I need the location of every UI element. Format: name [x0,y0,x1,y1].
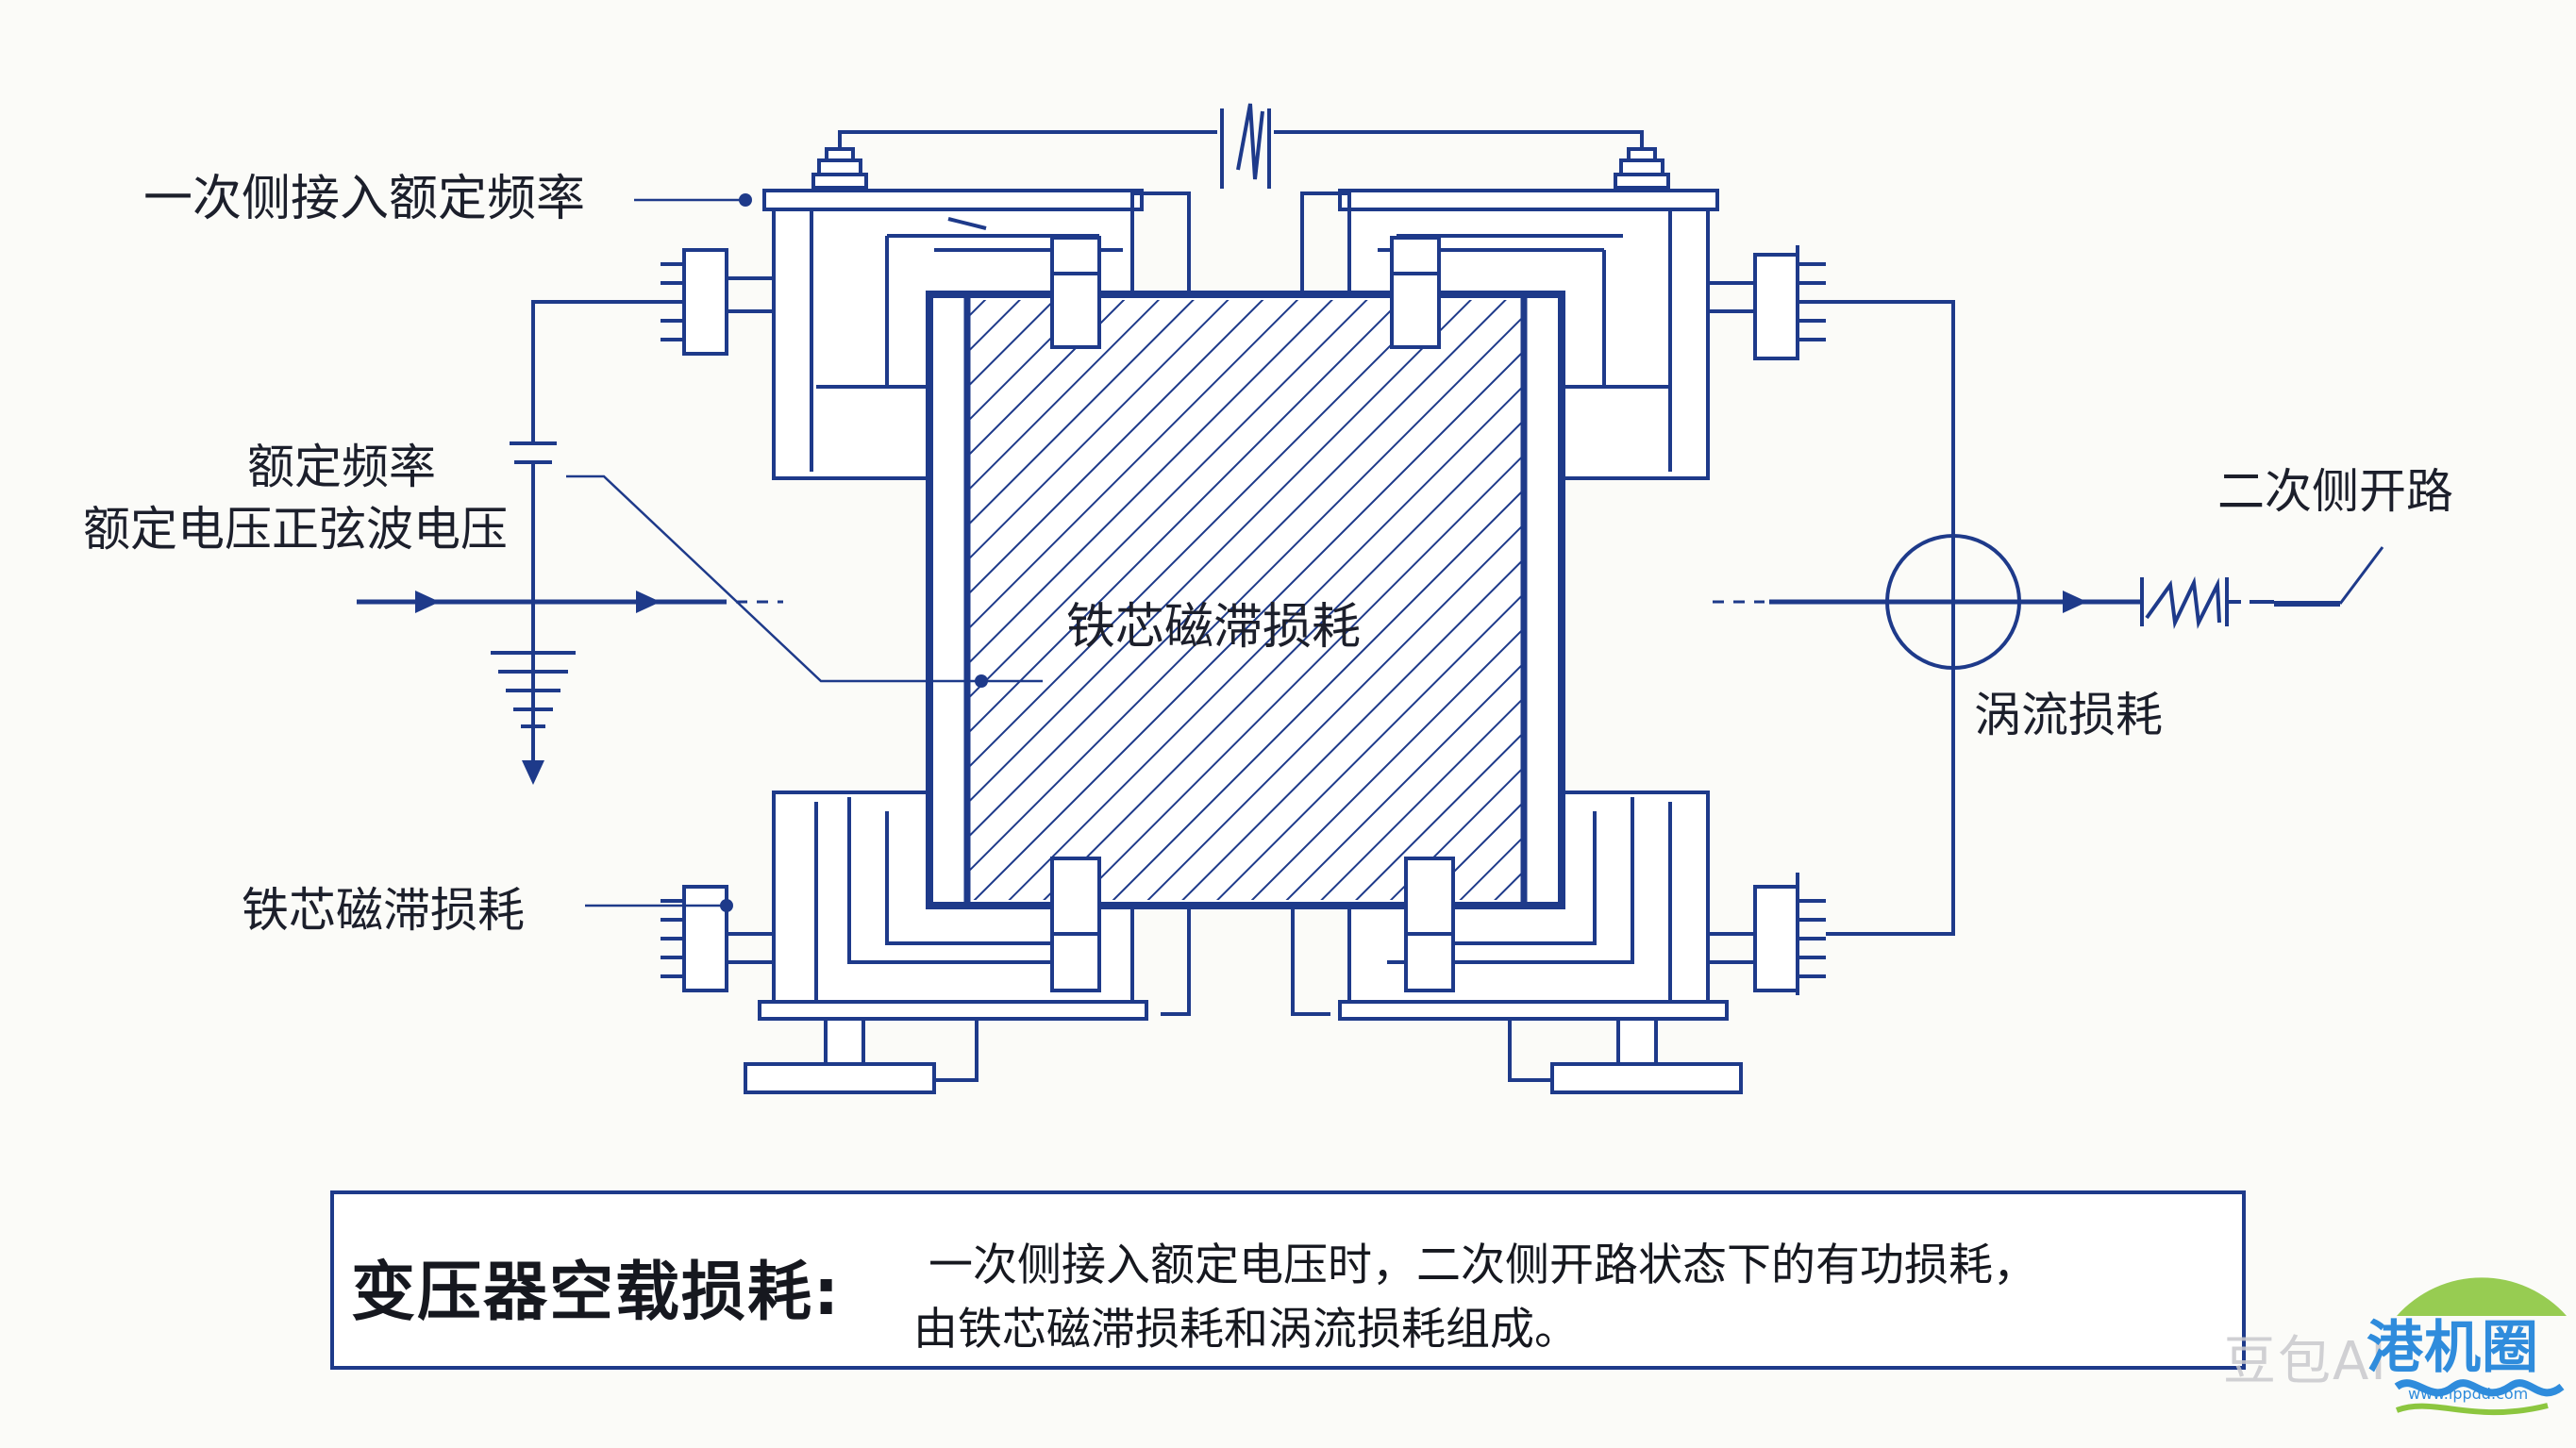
right-circuit [1713,534,2384,670]
arrow-left-2 [636,591,661,613]
definition-line-2: 由铁芯磁滞损耗和涡流损耗组成。 [913,1304,1579,1356]
label-eddy-loss: 涡流损耗 [1974,688,2163,742]
upper-right-clamp [1708,245,1955,936]
watermark-logo-icon [2394,1277,2567,1416]
watermark-text: 豆包AI [2223,1331,2388,1392]
label-secondary-open: 二次侧开路 [2217,464,2453,519]
leader-primary-freq-dot [739,193,752,207]
label-primary-freq: 一次侧接入额定频率 [143,171,585,227]
label-core-loss-left: 铁芯磁滞损耗 [242,883,525,938]
watermark: 豆包AI 港机圈 www.ippdd.com [2223,1264,2572,1443]
definition-line-1: 一次侧接入额定电压时，二次侧开路状态下的有功损耗， [928,1240,2037,1291]
label-core-loss-center: 铁芯磁滞损耗 [1066,599,1361,656]
watermark-url: www.ippdd.com [2408,1385,2529,1403]
label-rated-freq: 额定频率 [247,440,436,494]
definition-box: 变压器空载损耗: 一次侧接入额定电压时，二次侧开路状态下的有功损耗， 由铁芯磁滞… [330,1190,2246,1370]
upper-left-clamp [531,248,774,443]
right-terminal-bushing [1614,147,1670,190]
arrow-right [2063,591,2087,613]
label-rated-voltage: 额定电压正弦波电压 [83,502,508,557]
lower-right-clamp [1708,873,1826,995]
lower-left-clamp [661,885,774,992]
arrow-left-1 [415,591,440,613]
left-terminal-bushing [811,147,868,190]
iron-core [926,272,1565,936]
leader-dash-upper [947,217,987,230]
leader-rated-voltage [566,474,1043,683]
leader-rated-voltage-dot [975,674,988,688]
definition-title: 变压器空载损耗: [351,1256,842,1330]
top-wire [838,103,1644,189]
arrow-down [522,760,544,785]
watermark-logo-text: 港机圈 [2367,1315,2539,1381]
leader-core-loss-dot [720,899,733,912]
